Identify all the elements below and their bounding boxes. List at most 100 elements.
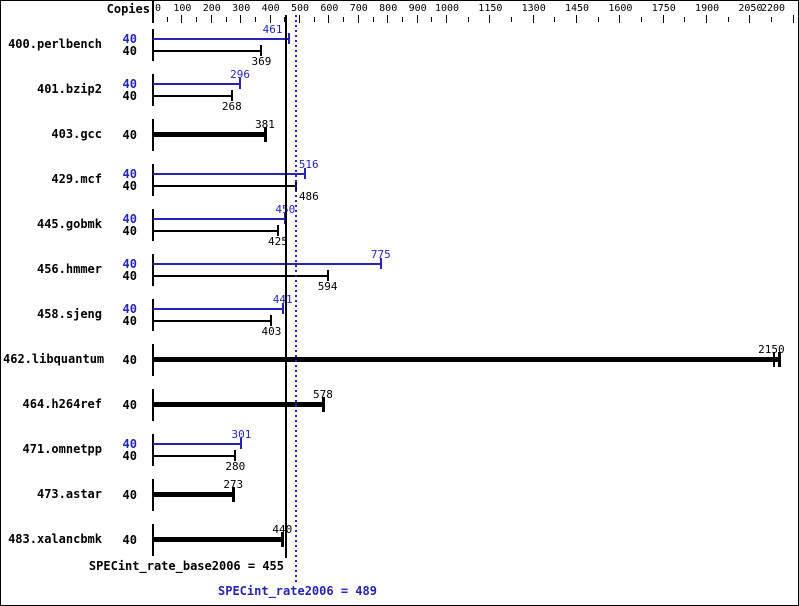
axis-tick-label: 1300 (521, 3, 546, 14)
base-value-label: 369 (251, 55, 272, 68)
peak-bar (153, 307, 283, 310)
benchmark-label: 401.bzip2 (36, 82, 102, 96)
row-baseline-tick (152, 28, 154, 61)
peak-value-label: 775 (370, 248, 391, 261)
benchmark-label: 445.gobmk (36, 217, 102, 231)
axis-tick-label: 0 (155, 3, 162, 14)
base-copies-value: 40 (122, 223, 137, 238)
axis-major-tick (328, 15, 330, 23)
axis-major-tick (181, 15, 183, 23)
peak-bar-end-cap (379, 258, 382, 269)
peak-bar-end-cap (239, 78, 242, 89)
peak-bar (153, 82, 241, 85)
copies-value: 40 (122, 532, 137, 547)
base-value-label: 280 (225, 460, 246, 473)
bar-end-cap (321, 397, 325, 412)
base-value-label: 2150 (758, 343, 785, 356)
axis-tick-label: 2200 (760, 3, 786, 14)
axis-tick-label: 200 (202, 3, 221, 14)
base-value-label: 594 (317, 280, 338, 293)
axis-major-tick (357, 15, 359, 23)
benchmark-label: 471.omnetpp (22, 442, 102, 456)
peak-bar-end-cap (303, 168, 306, 179)
axis-minor-tick (684, 17, 686, 22)
peak-copies-value: 40 (122, 211, 137, 226)
base-copies-value: 40 (122, 178, 137, 193)
peak-median-line (295, 15, 297, 582)
base-bar (153, 94, 232, 97)
axis-tick-label: 900 (408, 3, 427, 14)
axis-major-tick (532, 15, 534, 23)
axis-major-tick (619, 15, 621, 23)
basepeak-bar (153, 402, 323, 407)
axis-major-tick (387, 15, 389, 23)
axis-tick-label: 500 (290, 3, 310, 14)
axis-major-tick (446, 15, 447, 23)
peak-copies-value: 40 (122, 76, 137, 91)
axis-minor-tick (467, 17, 469, 22)
axis-origin-line (152, 1, 154, 23)
axis-tick-label: 1150 (478, 3, 503, 14)
peak-copies-value: 40 (122, 301, 137, 316)
axis-minor-tick (727, 17, 729, 22)
peak-copies-value: 40 (122, 166, 137, 181)
peak-bar (153, 37, 289, 40)
axis-major-tick (240, 15, 242, 23)
bar-end-cap-2 (773, 352, 776, 367)
axis-minor-tick (431, 17, 433, 22)
basepeak-bar (153, 537, 283, 542)
axis-minor-tick (225, 17, 227, 22)
base-value-label: 403 (261, 325, 282, 338)
summary-base-result: SPECint_rate_base2006 = 455 (88, 559, 284, 573)
base-bar-end-cap (234, 450, 237, 461)
basepeak-bar (153, 132, 265, 137)
bar-end-cap (264, 127, 267, 142)
row-baseline-tick (152, 298, 154, 331)
benchmark-label: 462.libquantum (3, 352, 105, 366)
base-value-label: 440 (272, 523, 293, 536)
axis-minor-tick (511, 17, 513, 22)
benchmark-label: 456.hmmer (36, 262, 102, 276)
axis-major-tick (792, 15, 794, 23)
axis-minor-tick (372, 17, 374, 22)
base-bar-end-cap (230, 90, 233, 101)
bar-end-cap (281, 532, 285, 547)
base-copies-value: 40 (122, 313, 137, 328)
copies-value: 40 (122, 127, 137, 142)
axis-tick-label: 600 (320, 3, 339, 14)
summary-peak-result: SPECint_rate2006 = 489 (218, 584, 377, 598)
base-median-line (285, 15, 287, 558)
axis-tick-label: 100 (173, 3, 192, 14)
peak-value-label: 301 (231, 428, 252, 441)
peak-bar (153, 262, 381, 265)
axis-tick-label: 400 (261, 3, 280, 14)
base-copies-value: 40 (122, 88, 137, 103)
base-bar (153, 49, 262, 52)
peak-bar-end-cap (281, 303, 284, 314)
peak-bar (153, 217, 286, 220)
axis-minor-tick (284, 17, 286, 22)
base-bar (153, 274, 328, 277)
peak-bar (153, 172, 305, 175)
axis-minor-tick (254, 17, 256, 22)
axis-major-tick (299, 15, 300, 23)
axis-minor-tick (166, 17, 168, 22)
bar-end-cap (232, 487, 236, 502)
base-copies-value: 40 (122, 448, 137, 463)
base-bar-end-cap (270, 315, 273, 326)
axis-major-tick (210, 15, 212, 23)
axis-tick-label: 300 (232, 3, 251, 14)
base-bar-end-cap (276, 225, 279, 236)
base-copies-value: 40 (122, 268, 137, 283)
axis-major-tick (576, 15, 578, 23)
basepeak-bar (153, 492, 234, 497)
axis-minor-tick (196, 17, 198, 22)
axis-tick-label: 700 (349, 3, 368, 14)
axis-minor-tick (554, 17, 556, 22)
axis-tick-label: 2050 (738, 3, 763, 14)
peak-bar-end-cap (287, 33, 290, 44)
benchmark-label: 400.perlbench (8, 37, 102, 51)
axis-tick-label: 1450 (565, 3, 590, 14)
base-value-label: 268 (221, 100, 242, 113)
base-bar (153, 184, 296, 187)
